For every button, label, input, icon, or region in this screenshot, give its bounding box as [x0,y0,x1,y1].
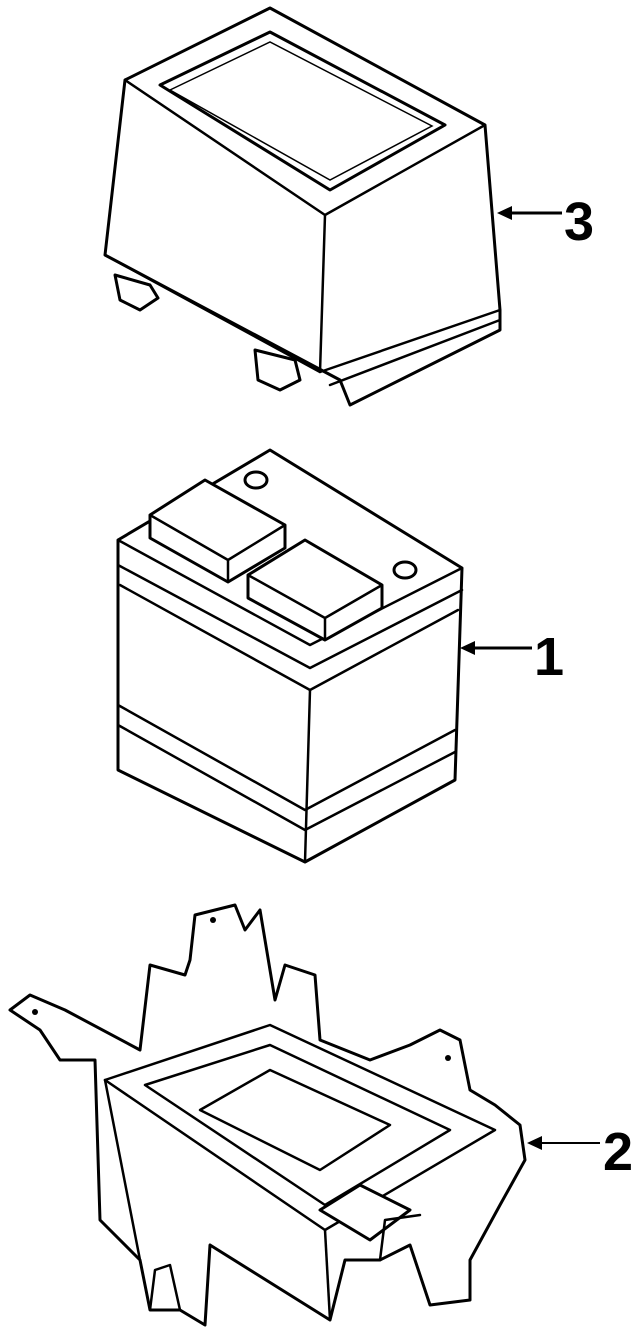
callout-3: 3 [497,192,594,252]
callout-label: 3 [564,192,594,252]
callout-label: 2 [603,1122,633,1182]
battery[interactable] [116,448,464,864]
callout-2: 2 [527,1122,633,1182]
battery-tray[interactable] [8,903,527,1327]
battery-cover[interactable] [103,6,502,407]
callout-label: 1 [534,627,564,687]
callout-1: 1 [460,627,564,687]
